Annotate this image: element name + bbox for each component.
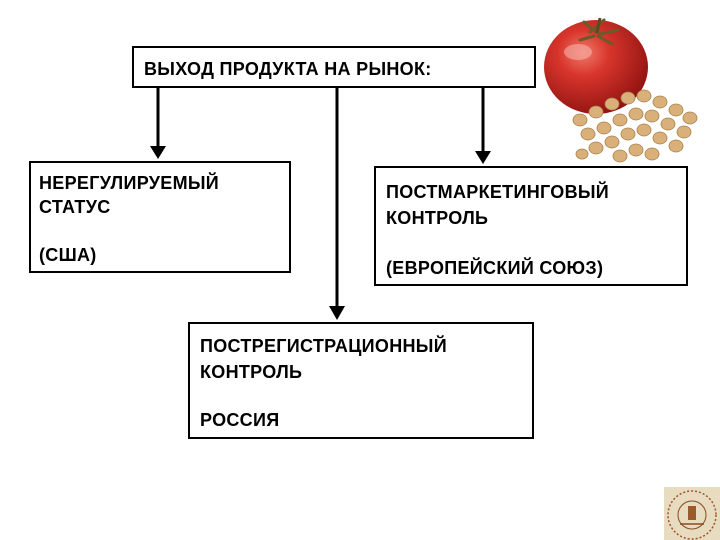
market-entry-box: ВЫХОД ПРОДУКТА НА РЫНОК:: [132, 46, 536, 88]
unregulated-region: (США): [39, 245, 97, 265]
soybeans-image: [572, 89, 698, 163]
postmarketing-line1: ПОСТМАРКЕТИНГОВЫЙ: [386, 182, 610, 202]
emblem-logo: [664, 487, 720, 540]
postregistration-region: РОССИЯ: [200, 410, 280, 430]
connector-center: [329, 88, 345, 320]
unregulated-status-box: НЕРЕГУЛИРУЕМЫЙ СТАТУС (США): [29, 161, 291, 273]
postmarketing-region: (ЕВРОПЕЙСКИЙ СОЮЗ): [386, 258, 604, 278]
connector-right: [475, 88, 491, 164]
market-entry-title: ВЫХОД ПРОДУКТА НА РЫНОК:: [144, 59, 432, 79]
connector-left: [150, 88, 166, 159]
unregulated-line2: СТАТУС: [39, 197, 111, 217]
tomato-image: [544, 17, 648, 114]
postregistration-line2: КОНТРОЛЬ: [200, 362, 303, 382]
unregulated-line1: НЕРЕГУЛИРУЕМЫЙ: [39, 173, 220, 193]
postregistration-line1: ПОСТРЕГИСТРАЦИОННЫЙ: [200, 336, 447, 356]
postregistration-control-box: ПОСТРЕГИСТРАЦИОННЫЙ КОНТРОЛЬ РОССИЯ: [188, 322, 534, 439]
postmarketing-control-box: ПОСТМАРКЕТИНГОВЫЙ КОНТРОЛЬ (ЕВРОПЕЙСКИЙ …: [374, 166, 688, 286]
postmarketing-line2: КОНТРОЛЬ: [386, 208, 489, 228]
